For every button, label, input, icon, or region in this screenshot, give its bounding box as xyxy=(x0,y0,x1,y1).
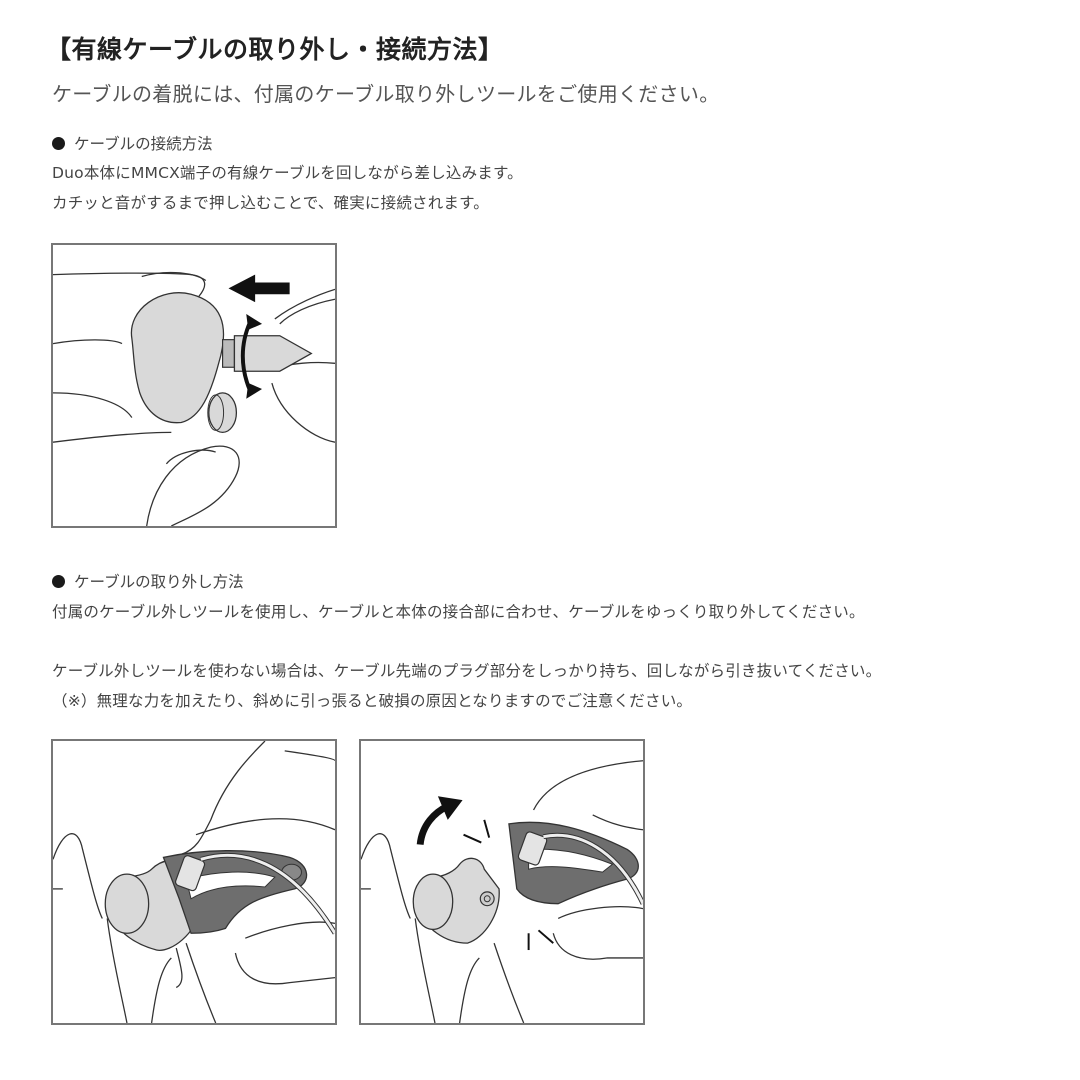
removal-tool-attached-illustration xyxy=(51,739,337,1025)
remove-instruction-line-2: ケーブル外しツールを使わない場合は、ケーブル先端のプラグ部分をしっかり持ち、回し… xyxy=(52,662,882,680)
section-connect-heading: ケーブルの接続方法 xyxy=(52,132,213,154)
mmcx-socket xyxy=(479,891,495,907)
page-title: 【有線ケーブルの取り外し・接続方法】 xyxy=(46,35,504,64)
remove-caution-line: （※）無理な力を加えたり、斜めに引っ張ると破損の原因となりますのでご注意ください… xyxy=(52,692,693,710)
bullet-icon xyxy=(52,136,65,150)
rotate-away-arrow-icon xyxy=(416,802,450,846)
earphone-body xyxy=(130,292,225,424)
rotate-arrow-icon xyxy=(240,321,253,392)
page-subtitle: ケーブルの着脱には、付属のケーブル取り外しツールをご使用ください。 xyxy=(52,82,720,106)
connect-instruction-line-1: Duo本体にMMCX端子の有線ケーブルを回しながら差し込みます。 xyxy=(52,164,523,182)
push-arrow-icon xyxy=(228,274,290,303)
connect-illustration xyxy=(51,243,337,528)
section-heading-text: ケーブルの接続方法 xyxy=(74,135,213,153)
connect-instruction-line-2: カチッと音がするまで押し込むことで、確実に接続されます。 xyxy=(52,194,489,212)
section-heading-text: ケーブルの取り外し方法 xyxy=(74,573,244,591)
remove-instruction-line-1: 付属のケーブル外しツールを使用し、ケーブルと本体の接合部に合わせ、ケーブルをゆっ… xyxy=(52,603,865,621)
removal-tool-attached-graphic xyxy=(53,741,335,1023)
removal-tool-detached-graphic xyxy=(361,760,643,1023)
removal-tool-detached-illustration xyxy=(359,739,645,1025)
bullet-icon xyxy=(52,574,65,588)
section-remove-heading: ケーブルの取り外し方法 xyxy=(52,570,244,592)
connect-illustration-graphic xyxy=(53,271,335,526)
